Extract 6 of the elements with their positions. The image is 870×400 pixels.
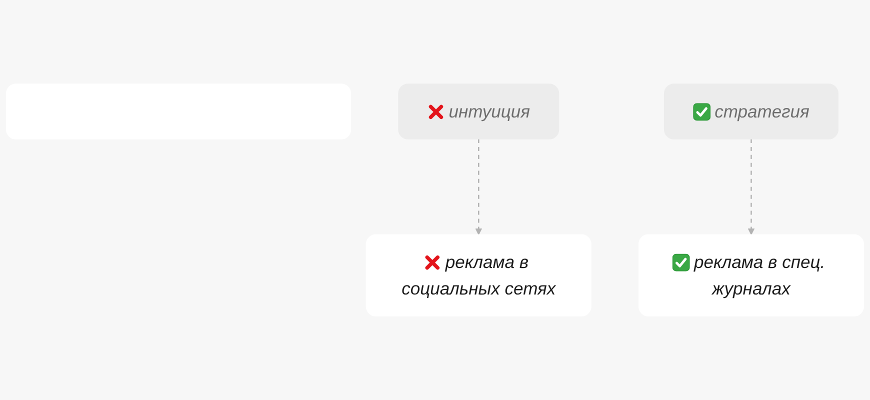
node-box: интуиция <box>398 84 560 140</box>
node-box: стратегия <box>664 84 838 140</box>
arrow <box>748 139 755 235</box>
node-box: реклама в спец. журналах <box>638 234 864 316</box>
node-box: реклама в социальных сетях <box>366 234 592 316</box>
arrow <box>475 139 482 235</box>
